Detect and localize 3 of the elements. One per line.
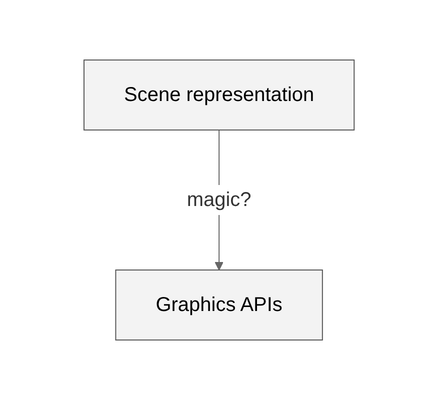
edge-label: magic? xyxy=(187,189,252,211)
node-box: Graphics APIs xyxy=(116,270,324,340)
node-box: Scene representation xyxy=(84,60,356,130)
